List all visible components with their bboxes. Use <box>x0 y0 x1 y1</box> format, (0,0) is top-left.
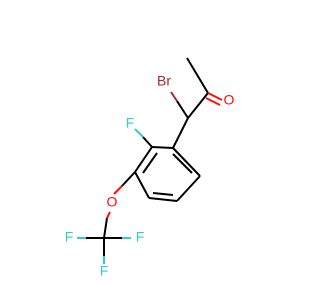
atom-oxygen-ether: O <box>107 194 118 210</box>
ring-bond-6 <box>172 147 201 177</box>
ring-bond-3 <box>134 171 150 199</box>
chemical-structure: Br O F O F F F <box>65 57 235 279</box>
atom-fluorine-ring: F <box>126 115 135 131</box>
bond-alpha-ring <box>172 117 189 149</box>
ring-double-1 <box>142 152 158 174</box>
bond-methyl-carbonyl <box>186 57 209 94</box>
bond-carbonyl-alpha <box>187 92 209 119</box>
atom-bromine: Br <box>157 73 171 89</box>
atom-oxygen-carbonyl: O <box>224 92 235 108</box>
ring-bond-1 <box>151 146 174 149</box>
ring-bond-4 <box>148 197 178 202</box>
bond-alpha-br <box>176 100 189 119</box>
ring-bond-2 <box>134 146 153 173</box>
atom-fluorine-1: F <box>136 229 145 245</box>
bond-ring-o-colored <box>113 185 123 195</box>
atom-fluorine-2: F <box>65 229 74 245</box>
atom-fluorine-3: F <box>100 263 109 279</box>
bond-o-cf3-colored <box>106 211 111 219</box>
bond-carbonyl-o <box>207 92 223 101</box>
bond-ring-f-colored <box>134 128 144 138</box>
ring-double-2 <box>152 192 174 196</box>
bond-ring-o-ether <box>121 171 136 187</box>
bond-o-cf3 <box>103 217 108 239</box>
heteroatom-bonds <box>77 91 223 264</box>
bond-carbonyl-o-double <box>205 97 221 106</box>
atom-labels: Br O F O F F F <box>65 73 235 279</box>
bond-ring-f <box>142 136 153 148</box>
bond-br-colored <box>170 91 178 102</box>
ring-double-3 <box>172 153 193 174</box>
bonds <box>86 57 209 256</box>
ring-bond-5 <box>176 175 201 202</box>
